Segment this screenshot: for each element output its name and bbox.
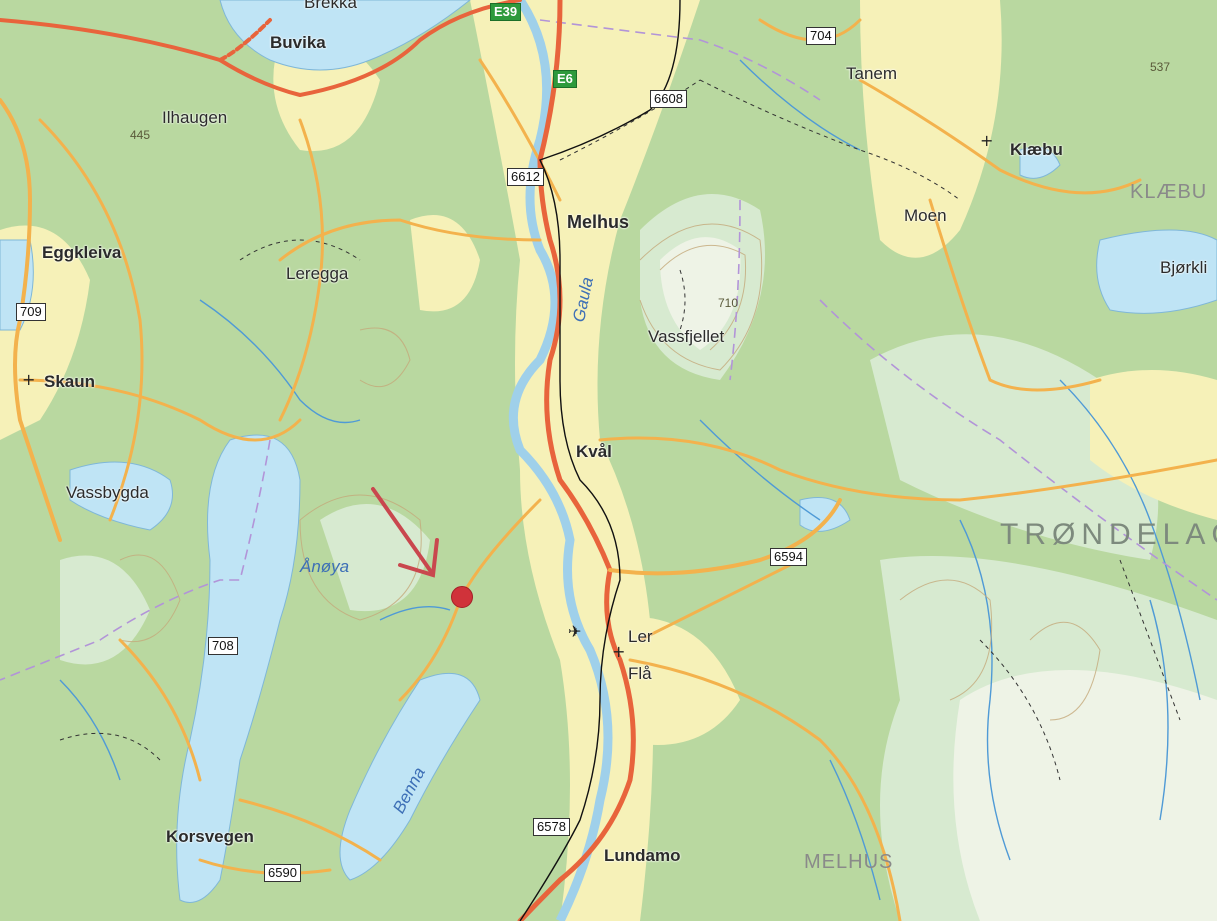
place-label-buvika: Buvika: [270, 33, 326, 52]
road-shield-6578: 6578: [533, 818, 570, 837]
region-label-trondelag: TRØNDELAG: [1000, 518, 1217, 551]
road-shield-e6: E6: [553, 70, 577, 89]
road-shield-e39: E39: [490, 3, 522, 22]
place-label-melhus: Melhus: [567, 212, 630, 232]
pointer-arrow: [371, 487, 439, 578]
road-shield-709: 709: [16, 303, 46, 322]
road-shield-708: 708: [208, 637, 238, 656]
place-label-leregga: Leregga: [286, 264, 349, 283]
road-shield-6590: 6590: [264, 864, 301, 883]
elevation-label: 710: [718, 296, 739, 310]
road-shield-6608: 6608: [650, 90, 687, 109]
place-label-vassfjellet: Vassfjellet: [648, 327, 725, 346]
place-label-skaun: Skaun: [44, 372, 96, 391]
road-shield-6612: 6612: [507, 168, 544, 187]
region-label-klaebu: KLÆBU: [1130, 181, 1208, 203]
place-label-klaebu: Klæbu: [1010, 140, 1063, 159]
road-shield-6594: 6594: [770, 548, 807, 567]
church-icon: +: [22, 370, 36, 389]
church-icon: +: [980, 131, 994, 150]
place-label-ler: Ler: [628, 627, 653, 646]
railway: [519, 0, 681, 921]
place-label-bjorkli: Bjørkli: [1160, 258, 1208, 277]
airport-icon: ✈: [568, 622, 582, 641]
contour-lines: [119, 223, 1101, 721]
main-roads: [0, 0, 842, 921]
place-label-vassbygda: Vassbygda: [66, 483, 149, 502]
minor-roads: [18, 18, 1217, 921]
place-label-tanem: Tanem: [846, 64, 898, 83]
place-label-ilhaugen: Ilhaugen: [162, 108, 228, 127]
streams: [59, 59, 1201, 901]
boundaries: [0, 19, 1217, 681]
place-label-moen: Moen: [904, 206, 947, 225]
place-label-lundamo: Lundamo: [604, 846, 681, 865]
place-label-eggkleiva: Eggkleiva: [42, 243, 122, 262]
elevation-label: 445: [130, 128, 151, 142]
place-label-brekka: Brekka: [304, 0, 357, 12]
gaula-river: [508, 0, 613, 921]
elevation-label: 537: [1150, 60, 1171, 74]
road-shield-704: 704: [806, 27, 836, 46]
place-label-korsvegen: Korsvegen: [166, 827, 254, 846]
region-label-melhus: MELHUS: [804, 851, 894, 873]
bare-rock-areas: [660, 237, 1217, 921]
place-label-fla: Flå: [628, 664, 652, 683]
tracks: [59, 79, 1181, 781]
place-label-kval: Kvål: [576, 442, 612, 461]
location-marker[interactable]: [451, 586, 473, 608]
lake-label-anoya: Ånøya: [300, 557, 350, 576]
church-icon: +: [612, 642, 626, 661]
